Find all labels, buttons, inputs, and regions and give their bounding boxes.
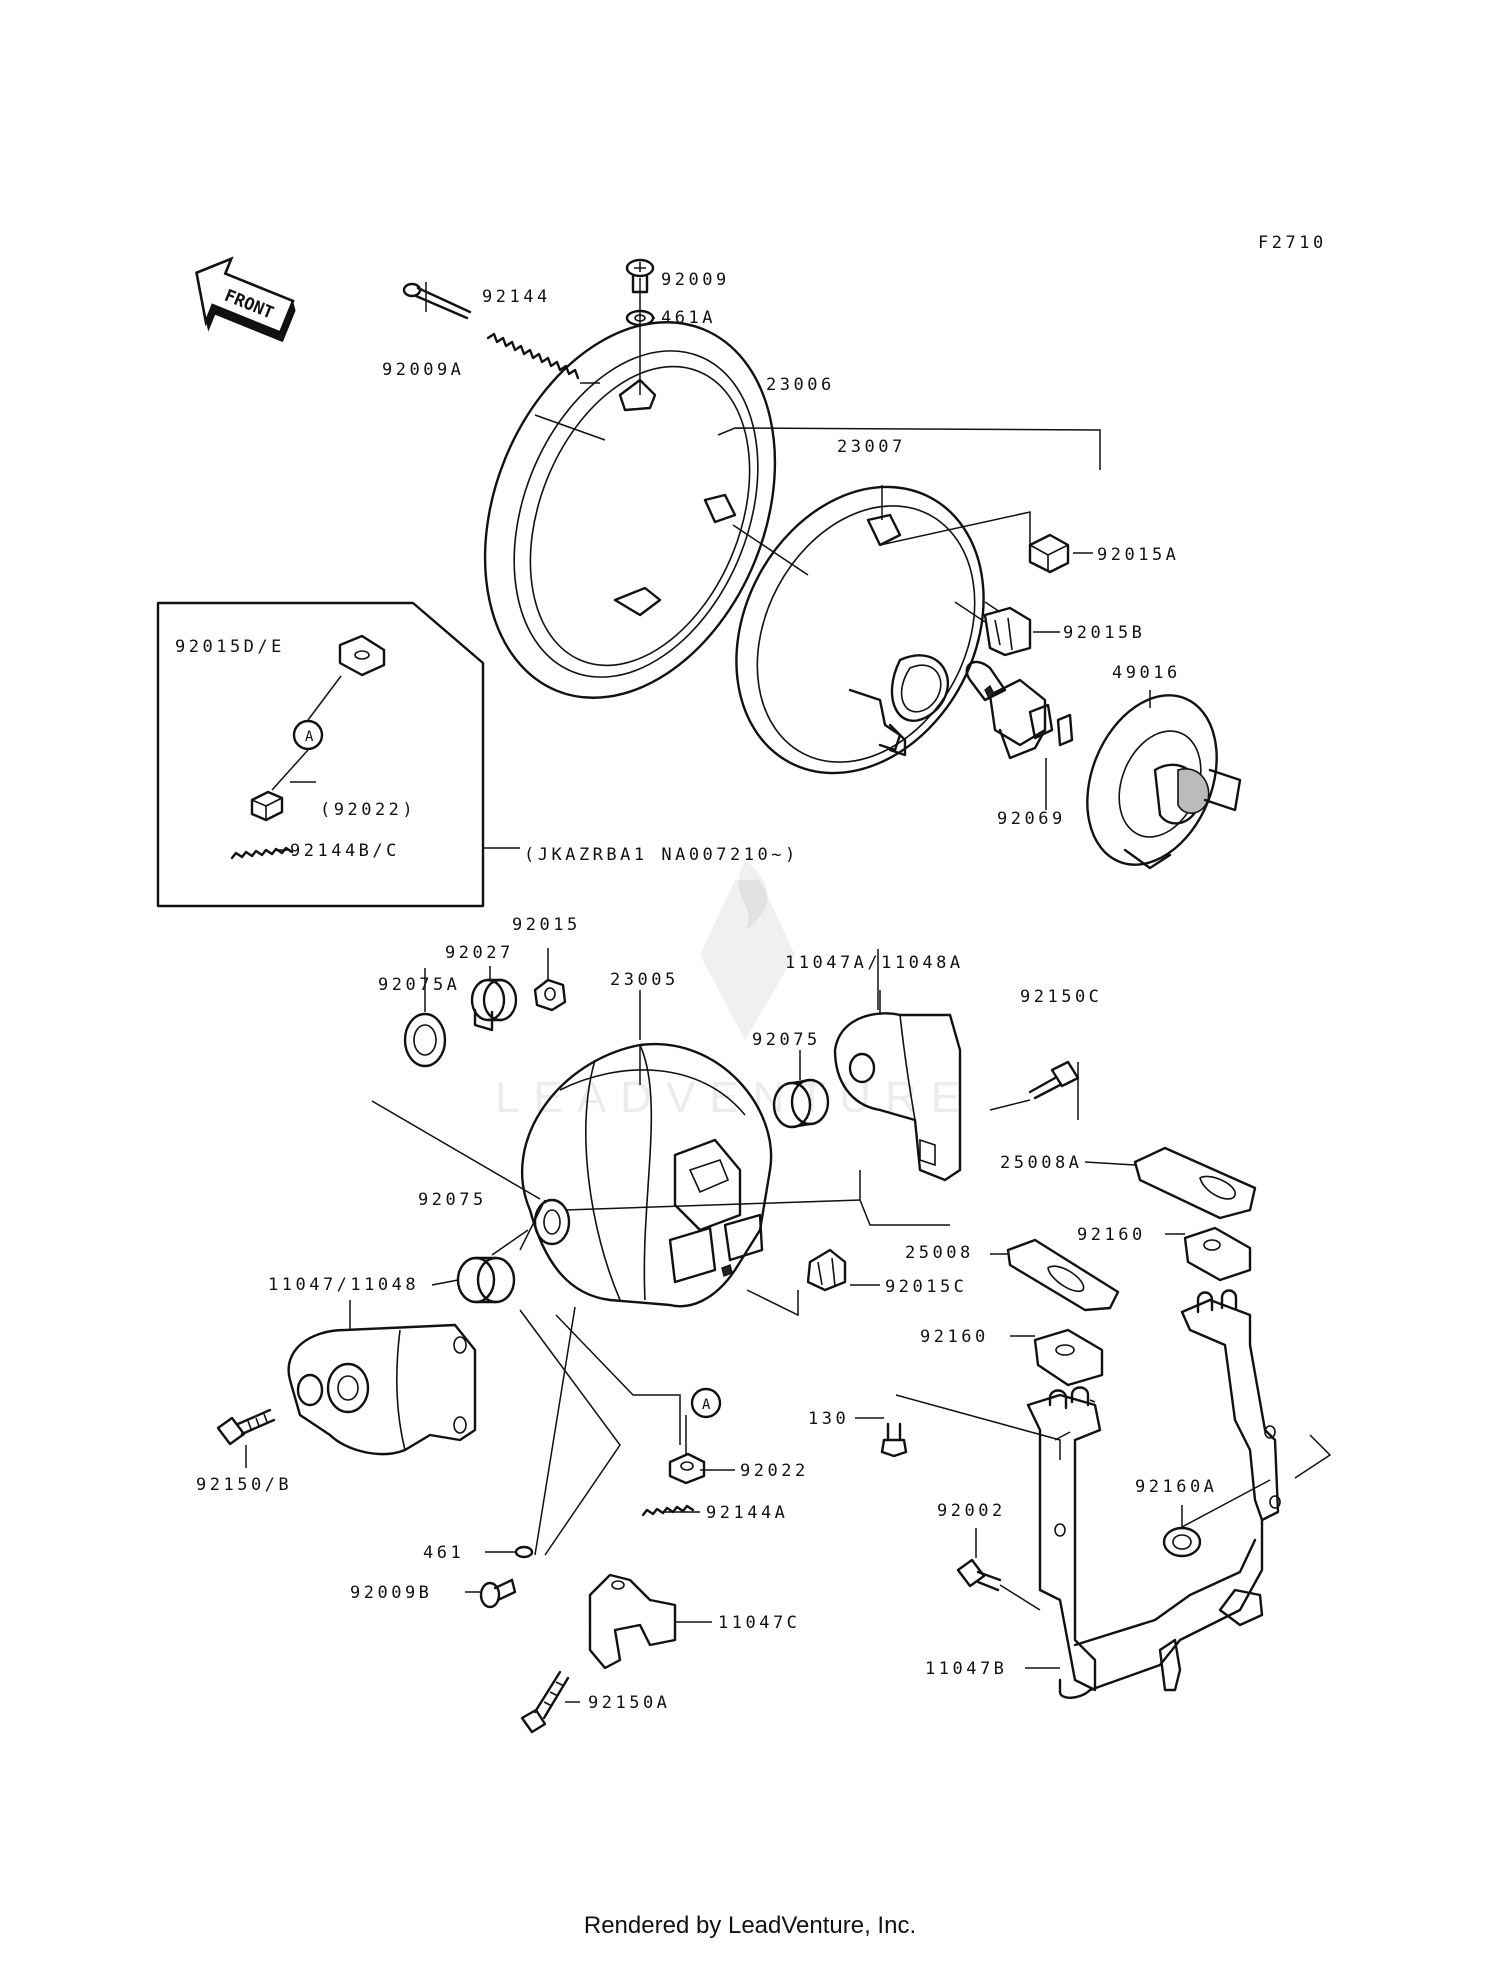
label-92075-left: 92075 xyxy=(418,1190,487,1210)
frame-11047B xyxy=(1026,1289,1281,1699)
label-92144BC: 92144B/C xyxy=(290,841,400,861)
grommet-92075A xyxy=(403,1012,447,1068)
screw-92150A xyxy=(520,1670,570,1734)
bracket-11047C xyxy=(588,1573,677,1670)
label-25008: 25008 xyxy=(905,1243,974,1263)
label-92160A: 92160A xyxy=(1135,1477,1217,1497)
label-92009B: 92009B xyxy=(350,1583,432,1603)
bulb-92069 xyxy=(965,660,1074,760)
label-92015DE: 92015D/E xyxy=(175,637,285,657)
inset-box xyxy=(156,601,485,908)
label-92027: 92027 xyxy=(445,943,514,963)
label-92160-lower: 92160 xyxy=(920,1327,989,1347)
bracket-11047-11048 xyxy=(287,1323,477,1456)
headlight-housing-23005 xyxy=(520,1042,773,1308)
clip-92015A xyxy=(1028,533,1070,574)
grommet-92160A xyxy=(1162,1526,1202,1558)
grommet-92075-left xyxy=(456,1256,516,1304)
label-461: 461 xyxy=(423,1543,464,1563)
headlight-unit-23007 xyxy=(735,485,985,775)
clip-92015DE xyxy=(338,634,386,677)
label-92009: 92009 xyxy=(661,270,730,290)
label-49016: 49016 xyxy=(1112,663,1181,683)
circle-a-inset-letter: A xyxy=(305,729,314,745)
watermark: LEADVENTURE xyxy=(495,860,960,1122)
label-23006: 23006 xyxy=(766,375,835,395)
damper-92160-upper xyxy=(1183,1226,1252,1282)
boot-49016 xyxy=(1086,694,1242,870)
washer-461 xyxy=(514,1545,534,1559)
label-92069: 92069 xyxy=(997,809,1066,829)
reference-circle-a xyxy=(690,1387,722,1419)
label-11047C: 11047C xyxy=(718,1613,800,1633)
label-92009A: 92009A xyxy=(382,360,464,380)
label-92022: 92022 xyxy=(740,1461,809,1481)
label-92015A: 92015A xyxy=(1097,545,1179,565)
label-92022-paren: (92022) xyxy=(320,800,416,820)
reference-circle-a-inset xyxy=(292,719,324,751)
circle-a-letter: A xyxy=(702,1397,711,1413)
label-92150B: 92150/B xyxy=(196,1475,292,1495)
nut-92022 xyxy=(668,1452,706,1485)
label-92015B: 92015B xyxy=(1063,623,1145,643)
footer-credit: Rendered by LeadVenture, Inc. xyxy=(583,1912,917,1939)
label-92144: 92144 xyxy=(482,287,551,307)
collar-92027 xyxy=(470,978,518,1032)
label-92160-upper: 92160 xyxy=(1077,1225,1146,1245)
label-92075-right: 92075 xyxy=(752,1030,821,1050)
nut-92022-inset xyxy=(250,790,284,822)
part-labels: 92009 461A 92144 92009A 23006 23007 9201… xyxy=(175,270,1217,1713)
headlight-rim-23006 xyxy=(483,321,777,699)
screw-92009B xyxy=(479,1578,517,1609)
screw-92150C xyxy=(1028,1060,1080,1100)
label-11047-11048: 11047/11048 xyxy=(268,1275,419,1295)
label-92150C: 92150C xyxy=(1020,987,1102,1007)
damper-92160-lower xyxy=(1033,1328,1104,1387)
spring-92144 xyxy=(486,332,580,380)
plate-25008A xyxy=(1133,1146,1257,1220)
screw-92009A xyxy=(402,282,472,320)
leader-lines xyxy=(245,278,1332,1703)
bolt-92002 xyxy=(956,1558,1002,1592)
label-serial: (JKAZRBA1 NA007210~) xyxy=(524,845,799,865)
label-92015C: 92015C xyxy=(885,1277,967,1297)
label-23005: 23005 xyxy=(610,970,679,990)
label-23007: 23007 xyxy=(837,437,906,457)
label-11047A-11048A: 11047A/11048A xyxy=(785,953,964,973)
screw-92150B xyxy=(216,1408,276,1446)
label-92150A: 92150A xyxy=(588,1693,670,1713)
label-130: 130 xyxy=(808,1409,849,1429)
front-arrow-icon: FRONT xyxy=(195,256,296,343)
label-92144A: 92144A xyxy=(706,1503,788,1523)
label-11047B: 11047B xyxy=(925,1659,1007,1679)
clip-92015B xyxy=(983,606,1032,657)
label-92002: 92002 xyxy=(937,1501,1006,1521)
bolt-130 xyxy=(880,1422,908,1458)
plate-25008 xyxy=(1006,1238,1120,1312)
spring-92144A xyxy=(641,1504,695,1517)
bracket-11047A-11048A xyxy=(833,1012,962,1182)
clip-92015C xyxy=(806,1248,847,1292)
watermark-flame-icon xyxy=(738,860,768,930)
spring-92144BC xyxy=(230,846,294,860)
label-92075A: 92075A xyxy=(378,975,460,995)
label-25008A: 25008A xyxy=(1000,1153,1082,1173)
label-461A: 461A xyxy=(661,308,716,328)
watermark-logo-icon xyxy=(700,880,795,1040)
figure-code: F2710 xyxy=(1258,233,1327,253)
grommet-92075-right xyxy=(772,1078,830,1129)
label-92015: 92015 xyxy=(512,915,581,935)
nut-92015 xyxy=(533,978,567,1012)
